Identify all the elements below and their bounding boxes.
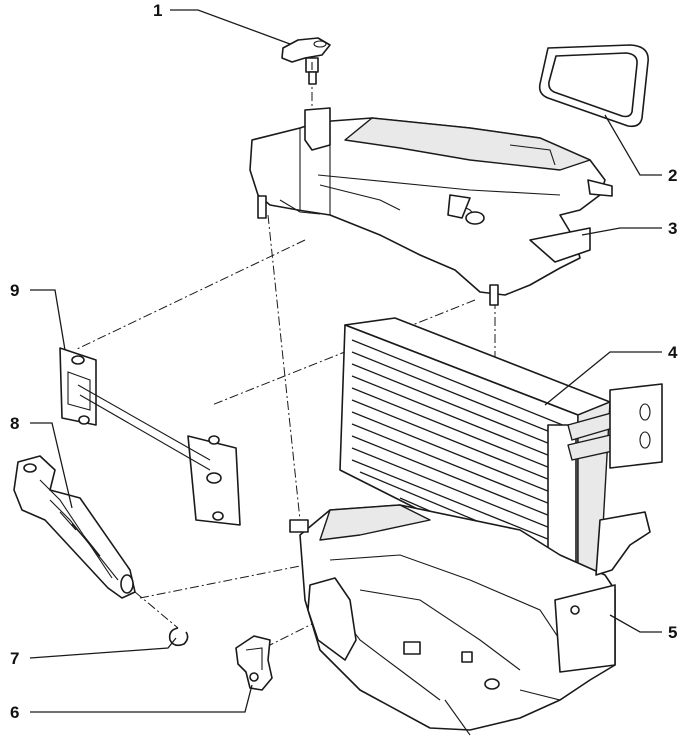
heater-core-fins bbox=[351, 339, 571, 573]
callout-3: 3 bbox=[668, 219, 677, 238]
callout-7: 7 bbox=[10, 649, 19, 668]
callout-8: 8 bbox=[10, 414, 19, 433]
callout-labels: 1 2 3 4 5 6 7 8 9 bbox=[10, 1, 678, 722]
part-9-linkage bbox=[59, 347, 241, 526]
part-6-clip bbox=[235, 635, 273, 691]
part-5-lower-housing bbox=[289, 504, 651, 736]
callout-5: 5 bbox=[668, 623, 677, 642]
callout-4: 4 bbox=[668, 343, 678, 362]
callout-6: 6 bbox=[10, 703, 19, 722]
callout-1: 1 bbox=[153, 1, 162, 20]
part-2-gasket bbox=[538, 44, 649, 128]
part-1-actuator bbox=[281, 37, 331, 85]
leader-lines bbox=[29, 9, 662, 713]
callout-2: 2 bbox=[668, 166, 677, 185]
part-3-upper-housing bbox=[249, 107, 613, 306]
callout-9: 9 bbox=[10, 281, 19, 300]
part-8-flap bbox=[13, 455, 136, 599]
